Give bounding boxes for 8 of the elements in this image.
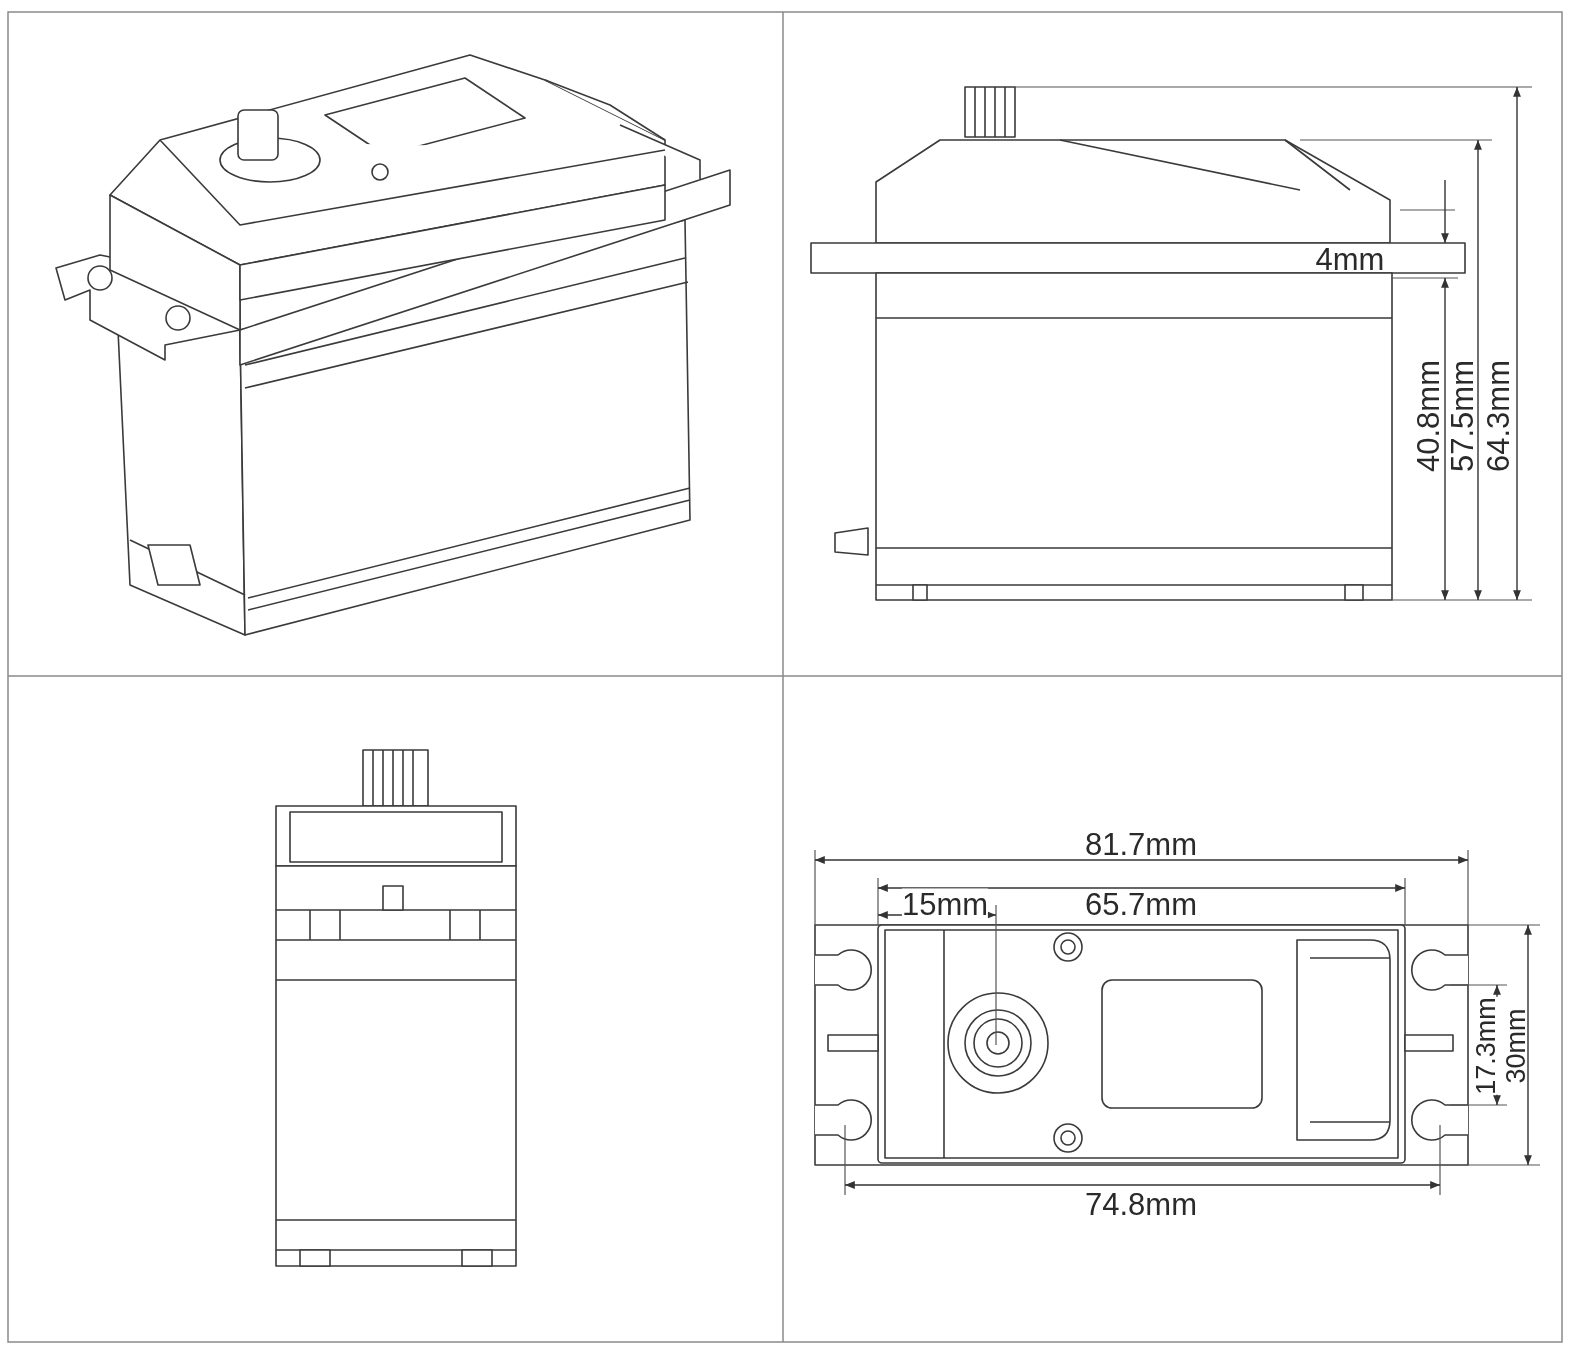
dimension-label: 40.8mm	[1412, 360, 1444, 472]
dimension-label: 81.7mm	[1085, 828, 1197, 860]
dimension-label: 65.7mm	[1085, 888, 1197, 920]
dimension-label: 30mm	[1502, 1008, 1530, 1084]
dimension-label: 4mm	[1315, 243, 1385, 275]
dimension-label: 64.3mm	[1482, 360, 1514, 472]
dimension-label: 74.8mm	[1085, 1188, 1197, 1220]
dimension-label: 57.5mm	[1446, 360, 1478, 472]
